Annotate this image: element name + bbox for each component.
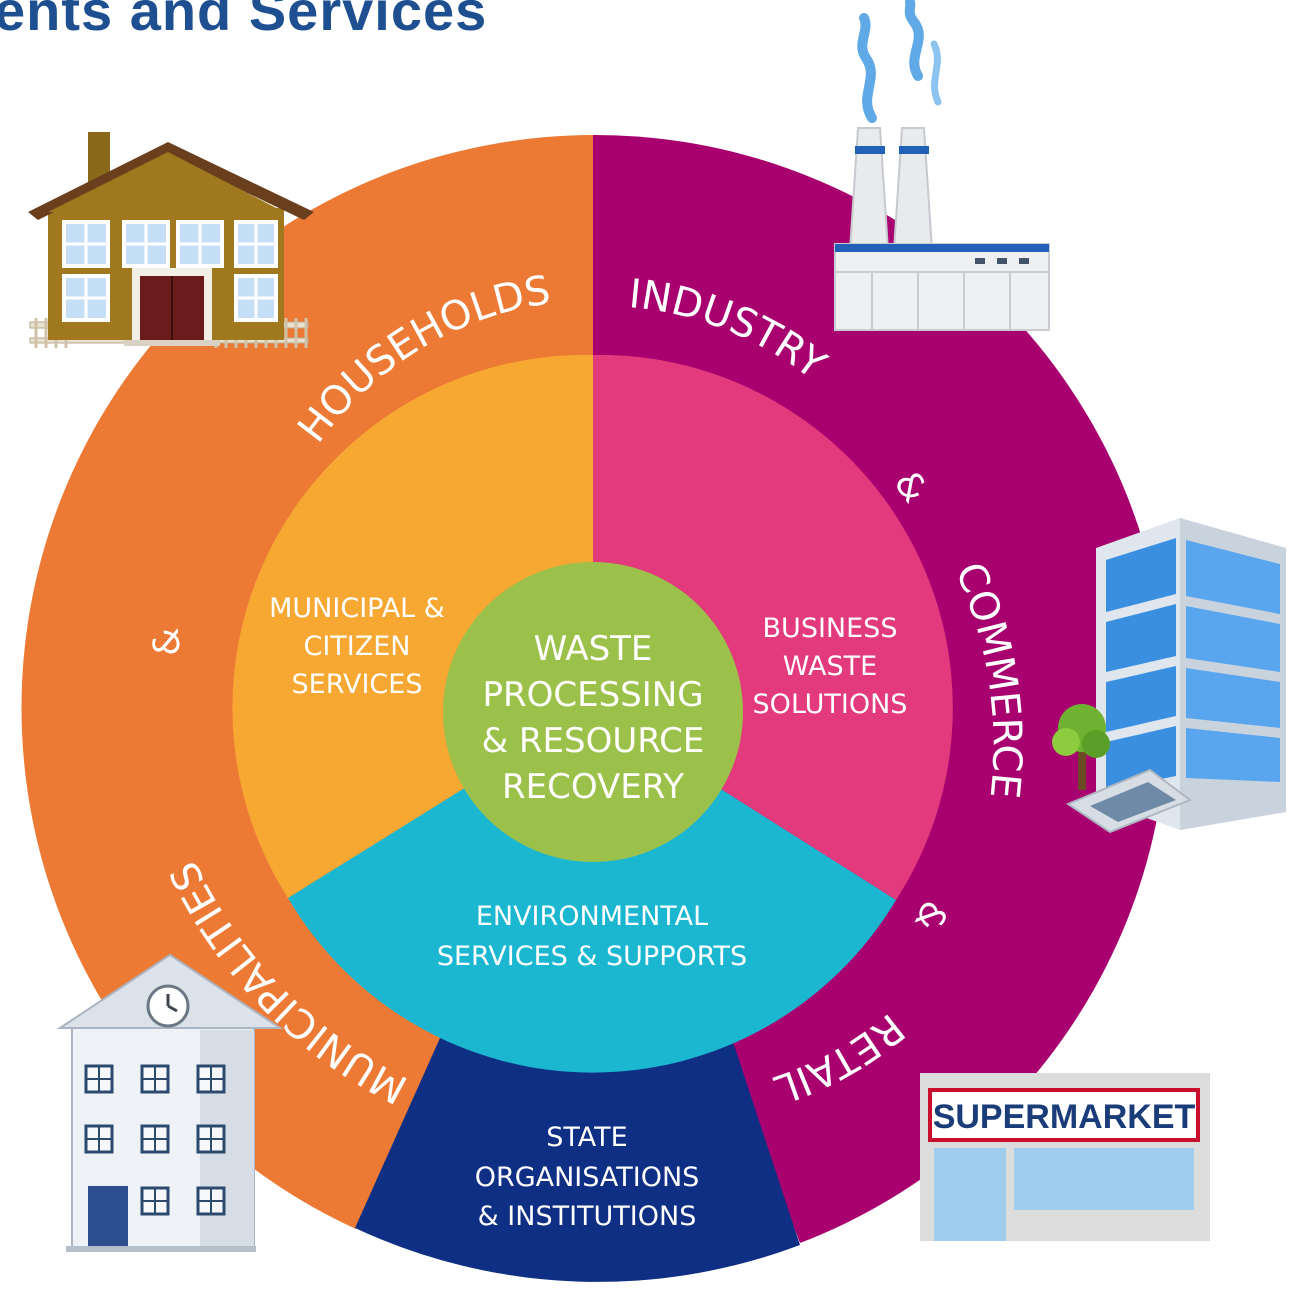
- svg-text:RECOVERY: RECOVERY: [502, 767, 684, 807]
- page-title: ents and Services: [0, 0, 488, 42]
- house-icon: [28, 132, 314, 348]
- factory-icon: [834, 0, 1050, 331]
- svg-text:ORGANISATIONS: ORGANISATIONS: [475, 1162, 700, 1193]
- supermarket-sign-text: SUPERMARKET: [933, 1098, 1196, 1136]
- svg-text:STATE: STATE: [546, 1122, 627, 1153]
- office-building-icon: [1052, 518, 1286, 834]
- svg-text:ENVIRONMENTAL: ENVIRONMENTAL: [476, 901, 708, 932]
- supermarket-icon: SUPERMARKET: [920, 1073, 1210, 1241]
- svg-text:& INSTITUTIONS: & INSTITUTIONS: [478, 1201, 697, 1232]
- svg-text:WASTE: WASTE: [534, 629, 653, 669]
- svg-text:PROCESSING: PROCESSING: [482, 675, 703, 715]
- svg-text:WASTE: WASTE: [783, 651, 877, 682]
- center-label: WASTE PROCESSING & RESOURCE RECOVERY: [482, 629, 705, 807]
- state-label: STATE ORGANISATIONS & INSTITUTIONS: [475, 1122, 700, 1232]
- municipal-citizen-label: MUNICIPAL & CITIZEN SERVICES: [269, 593, 445, 700]
- environmental-label: ENVIRONMENTAL SERVICES & SUPPORTS: [437, 901, 747, 972]
- svg-text:SOLUTIONS: SOLUTIONS: [753, 689, 908, 720]
- business-waste-label: BUSINESS WASTE SOLUTIONS: [753, 613, 908, 720]
- city-hall-icon: [56, 953, 284, 1252]
- center-circle: [443, 562, 743, 862]
- svg-text:BUSINESS: BUSINESS: [763, 613, 898, 644]
- svg-text:CITIZEN: CITIZEN: [303, 631, 410, 662]
- svg-text:MUNICIPAL &: MUNICIPAL &: [269, 593, 445, 624]
- svg-text:& RESOURCE: & RESOURCE: [482, 721, 705, 761]
- environmental-segment: [288, 708, 896, 1073]
- ampersand-left: &: [146, 626, 189, 658]
- svg-text:SERVICES: SERVICES: [292, 669, 423, 700]
- svg-text:SERVICES & SUPPORTS: SERVICES & SUPPORTS: [437, 941, 747, 972]
